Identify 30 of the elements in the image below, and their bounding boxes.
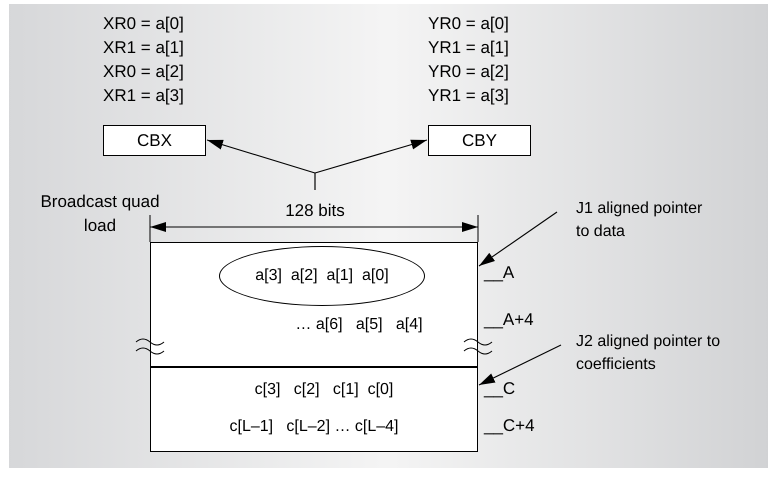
arrow	[478, 212, 558, 266]
array-elements: c[3] c[2] c[1] c[0]	[254, 380, 394, 400]
note-text: J2 aligned pointer to coefficients	[576, 333, 720, 373]
memory-block	[150, 242, 478, 367]
register-box	[103, 125, 206, 156]
register-assignment: XR0 = a[0]	[103, 14, 184, 33]
register-assignment: YR1 = a[1]	[428, 38, 509, 57]
dimension-label: 128 bits	[285, 201, 345, 220]
arrow	[314, 139, 428, 190]
register-assignment: YR0 = a[2]	[428, 62, 509, 81]
address-label: __C+4	[484, 416, 535, 435]
register-assignment: YR0 = a[0]	[428, 14, 509, 33]
array-elements: c[L–1] c[L–2] … c[L–4]	[230, 417, 398, 437]
register-assignment: XR0 = a[2]	[103, 62, 184, 81]
register-assignment: XR1 = a[1]	[103, 38, 184, 57]
register-assignment: YR1 = a[3]	[428, 86, 509, 105]
address-label: __A	[484, 263, 514, 282]
note-text: J1 aligned pointer to data	[576, 200, 702, 240]
selection-ellipse	[219, 246, 425, 306]
address-label: __C	[484, 379, 516, 398]
load-caption: Broadcast quad load	[40, 192, 160, 235]
register-name: CBY	[462, 130, 497, 152]
address-label: __A+4	[484, 310, 534, 329]
register-name: CBX	[137, 130, 172, 152]
array-elements: a[3] a[2] a[1] a[0]	[255, 266, 389, 286]
arrow	[478, 344, 562, 386]
array-elements: … a[6] a[5] a[4]	[295, 315, 423, 335]
memory-block	[150, 367, 478, 452]
register-assignment: XR1 = a[3]	[103, 86, 184, 105]
register-box	[428, 125, 531, 156]
